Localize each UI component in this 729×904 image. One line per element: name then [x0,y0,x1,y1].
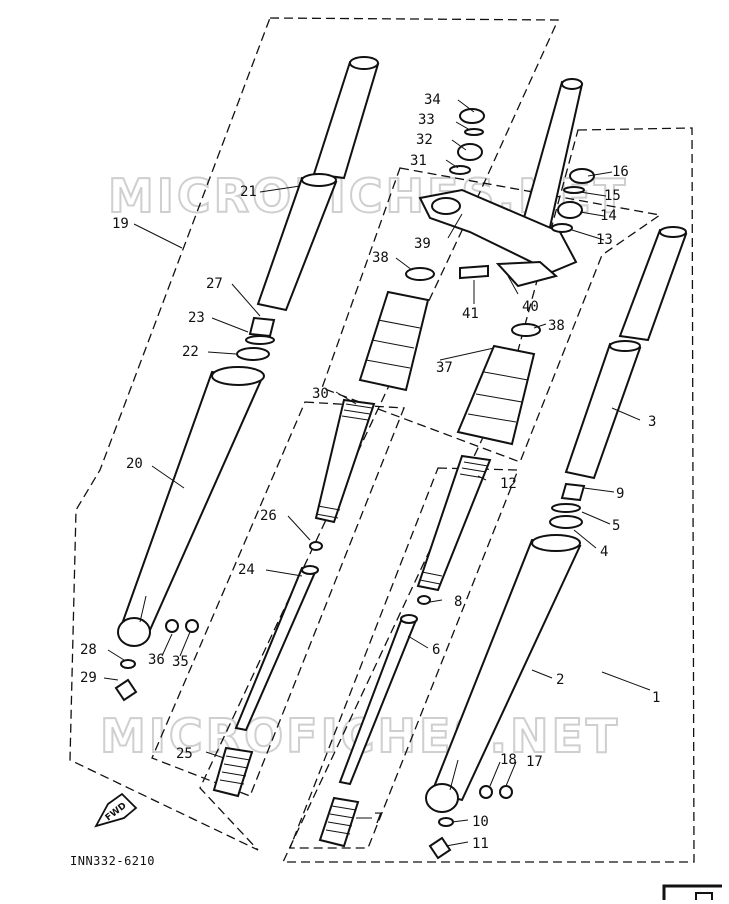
right-fork-oil-seal [549,482,586,529]
callout-29: 29 [80,670,97,686]
callout-20: 20 [126,456,143,472]
callout-9: 9 [616,486,624,502]
callout-18: 18 [500,752,517,768]
callout-5: 5 [612,518,620,534]
inner-tube-group-right-outline [289,467,519,849]
right-fork-inner-tube [564,340,642,480]
callout-37: 37 [436,360,453,376]
fwd-arrow-icon: FWD [94,792,138,828]
callout-38-lower: 38 [548,318,565,334]
diagram-code: INN332-6210 [70,854,155,868]
callout-31: 31 [410,153,427,169]
callout-34: 34 [424,92,441,108]
callout-26: 26 [260,508,277,524]
callout-23: 23 [188,310,205,326]
fork-boot-right [456,323,541,446]
callout-6: 6 [432,642,440,658]
leader-lines [103,99,651,847]
right-fork-outer-tube [425,534,582,813]
callout-10: 10 [472,814,489,830]
left-fork-outer-tube [117,366,265,647]
steering-stem [518,78,584,238]
right-fork-assembly-outline [281,127,695,863]
callout-40: 40 [522,299,539,315]
callout-1: 1 [652,690,660,706]
callout-17: 17 [526,754,543,770]
corner-mark [662,884,722,900]
fork-boot-left [358,267,435,392]
callout-12: 12 [500,476,517,492]
left-fork-small-parts [114,541,323,702]
callout-28: 28 [80,642,97,658]
callout-15: 15 [604,188,621,204]
left-fork-inner-tube [256,173,338,312]
left-fork-damper-rod [234,565,319,732]
callout-25: 25 [176,746,193,762]
callout-3: 3 [648,414,656,430]
left-fork-oil-seal [236,316,276,361]
callout-11: 11 [472,836,489,852]
callout-41: 41 [462,306,479,322]
inner-tube-group-left-outline [151,401,405,797]
callout-33: 33 [418,112,435,128]
callout-38-upper: 38 [372,250,389,266]
steering-nut-stack [449,108,595,233]
callout-4: 4 [600,544,608,560]
callout-21: 21 [240,184,257,200]
right-fork-damper-rod [338,614,418,786]
left-fork-spring [314,398,376,524]
callout-39: 39 [414,236,431,252]
callout-24: 24 [238,562,255,578]
callout-8: 8 [454,594,462,610]
corner-mark-inner [695,892,713,900]
left-fork-rebound-spring [212,746,254,798]
left-fork-inner-tube-upper [312,56,380,180]
callout-19: 19 [112,216,129,232]
callout-36: 36 [148,652,165,668]
callout-14: 14 [600,208,617,224]
callout-32: 32 [416,132,433,148]
handlebar-holder [459,260,559,288]
right-fork-small-parts [417,595,513,860]
right-fork-spring [416,454,492,592]
callout-7: 7 [374,811,382,827]
left-fork-assembly-outline [69,17,560,851]
callout-22: 22 [182,344,199,360]
callout-16: 16 [612,164,629,180]
callout-2: 2 [556,672,564,688]
callout-30: 30 [312,386,329,402]
callout-13: 13 [596,232,613,248]
right-fork-inner-tube-upper [618,226,688,342]
under-bracket [418,188,578,274]
callout-27: 27 [206,276,223,292]
right-fork-rebound-spring [318,796,360,848]
callout-35: 35 [172,654,189,670]
